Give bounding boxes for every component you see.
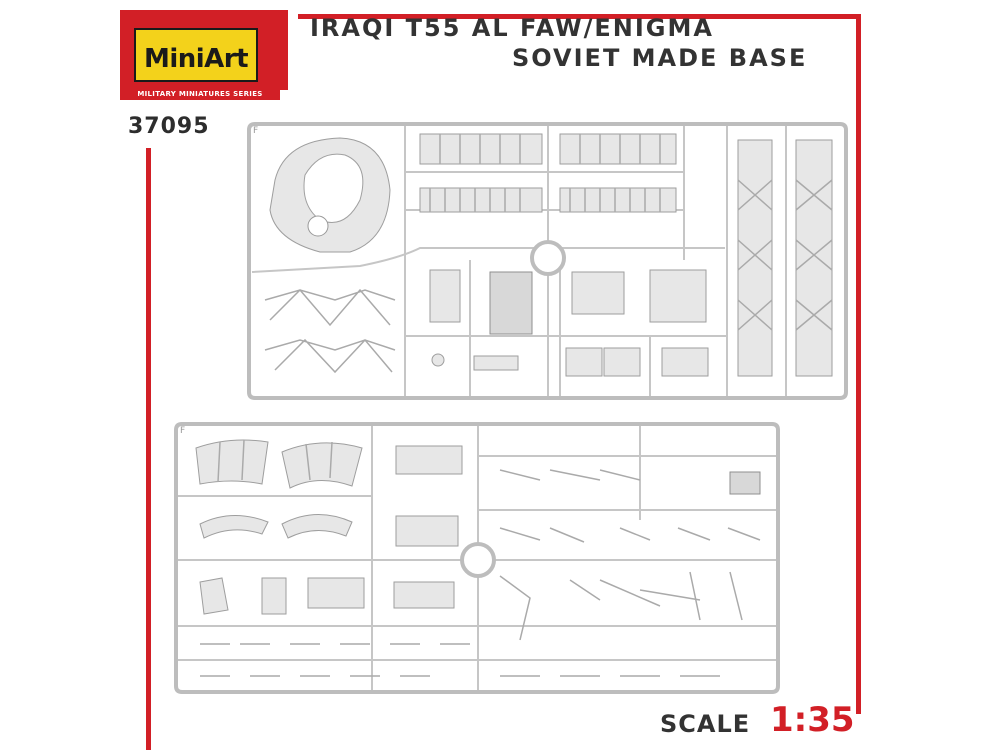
- miniart-logo: MiniArt: [120, 10, 288, 90]
- truss-parts: [264, 288, 396, 374]
- series-tagline: MILITARY MINIATURES SERIES: [137, 90, 263, 98]
- fender-strips: [419, 133, 677, 213]
- kit-number: 37095: [128, 114, 210, 139]
- frame-right-line: [856, 14, 861, 714]
- kit-title-line-1: IRAQI T55 AL FAW/ENIGMA: [310, 14, 714, 42]
- logo-text: MiniArt: [143, 44, 249, 74]
- series-tagline-bar: MILITARY MINIATURES SERIES: [120, 88, 280, 100]
- kit-title-line-2: SOVIET MADE BASE: [512, 44, 808, 72]
- upper-sprue-letter: F: [253, 126, 258, 136]
- frame-top-line: [298, 14, 860, 19]
- logo-yellow-panel: MiniArt: [134, 28, 258, 82]
- side-rails: [737, 139, 833, 377]
- curved-panels: [195, 439, 363, 539]
- upper-sprue: F: [247, 122, 848, 400]
- lower-sprue-letter: F: [180, 426, 185, 436]
- scale-label: SCALE: [660, 710, 751, 738]
- frame-left-line: [146, 148, 151, 750]
- lower-sprue: F: [174, 422, 780, 694]
- scale-value: 1:35: [770, 700, 855, 740]
